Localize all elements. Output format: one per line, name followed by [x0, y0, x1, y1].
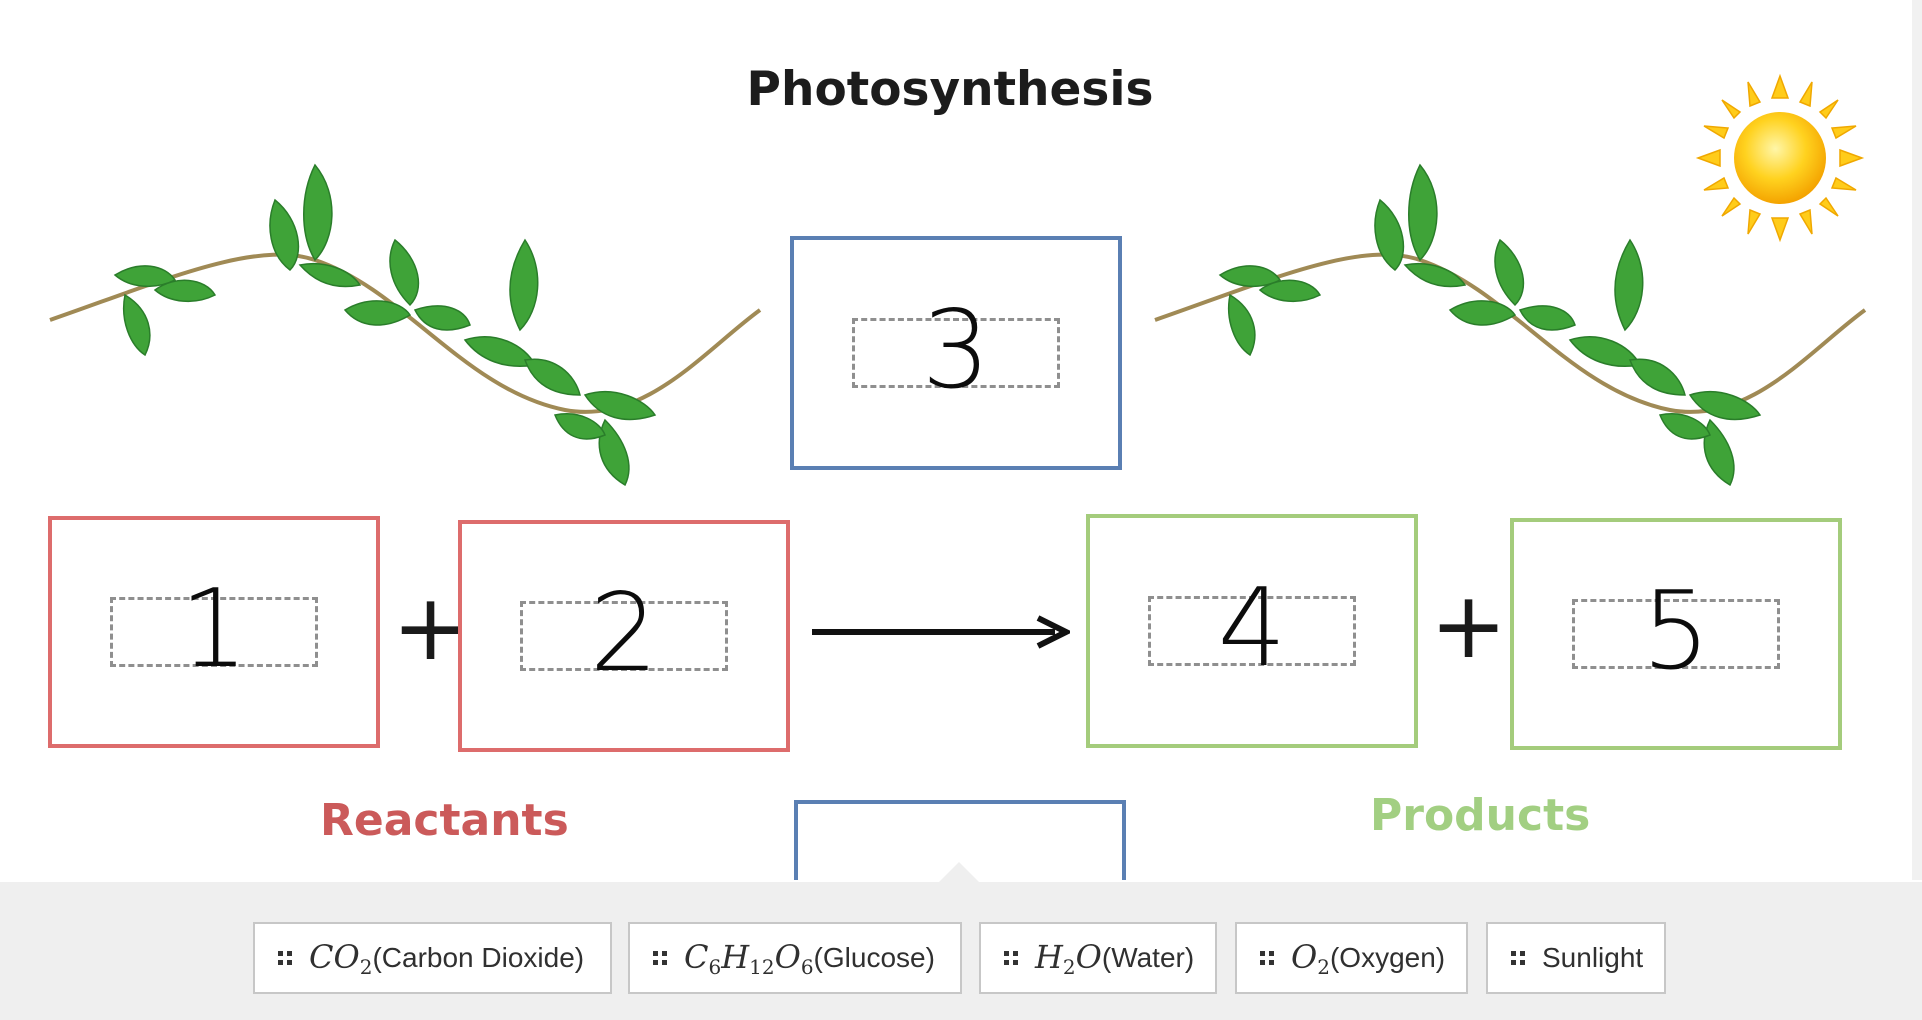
product-box-5: 5 [1510, 518, 1842, 750]
scrollbar[interactable] [1912, 0, 1922, 880]
choice-formula: H2O [1035, 937, 1102, 979]
plus-sign: + [392, 574, 470, 681]
zone-number: 3 [921, 287, 991, 413]
choice-sunlight[interactable]: Sunlight [1486, 922, 1666, 994]
choice-formula: C6H12O6 [684, 937, 814, 979]
tray-pointer [937, 862, 981, 884]
vine-illustration-right [1154, 163, 1867, 487]
zone-number: 2 [589, 570, 659, 696]
drag-handle-icon [653, 951, 667, 965]
drop-target-4[interactable] [1148, 596, 1356, 666]
choice-carbon-dioxide[interactable]: CO2(Carbon Dioxide) [253, 922, 612, 994]
vine-illustration-left [49, 163, 762, 487]
choice-name: (Glucose) [813, 942, 935, 973]
zone-number: 1 [179, 566, 249, 692]
zone-number: 5 [1641, 568, 1711, 694]
choice-glucose[interactable]: C6H12O6(Glucose) [628, 922, 962, 994]
choice-water[interactable]: H2O(Water) [979, 922, 1217, 994]
drop-target-3[interactable] [852, 318, 1060, 388]
drop-target-1[interactable] [110, 597, 318, 667]
reactants-label: Reactants [320, 795, 569, 846]
choice-formula: CO2 [309, 937, 373, 979]
reaction-arrow [812, 615, 1070, 649]
reactant-box-2: 2 [458, 520, 790, 752]
choice-name: (Carbon Dioxide) [372, 942, 585, 973]
choice-name: Sunlight [1542, 942, 1644, 973]
zone-number: 4 [1217, 565, 1287, 691]
page-title: Photosynthesis [746, 62, 1154, 117]
drop-target-5[interactable] [1572, 599, 1780, 669]
drag-handle-icon [278, 951, 292, 965]
plus-sign: + [1430, 572, 1508, 679]
drag-handle-icon [1260, 951, 1274, 965]
products-label: Products [1370, 790, 1591, 841]
product-box-4: 4 [1086, 514, 1418, 748]
choice-name: (Oxygen) [1329, 942, 1446, 973]
drag-handle-icon [1004, 951, 1018, 965]
condition-box-3: 3 [790, 236, 1122, 470]
choice-name: (Water) [1101, 942, 1195, 973]
choice-formula: O2 [1291, 937, 1330, 979]
drop-target-2[interactable] [520, 601, 728, 671]
activity-canvas: Photosynthesis [48, 0, 1922, 880]
sun-icon [1695, 73, 1865, 243]
reactant-box-1: 1 [48, 516, 380, 748]
choice-oxygen[interactable]: O2(Oxygen) [1235, 922, 1468, 994]
condition-box-bottom [794, 800, 1126, 880]
drag-handle-icon [1511, 951, 1525, 965]
